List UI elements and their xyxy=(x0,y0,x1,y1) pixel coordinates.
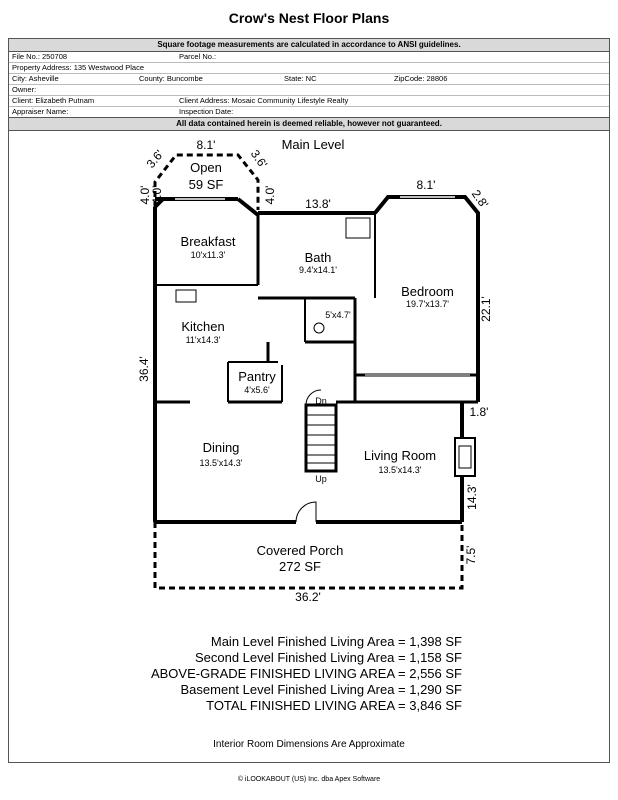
header-row-file: File No.: 250708 Parcel No.: xyxy=(9,52,609,63)
porch-label: Covered Porch xyxy=(256,543,344,558)
breakfast-diag-right xyxy=(236,197,260,217)
dim-open-top: 8.1' xyxy=(196,138,216,152)
city: City: Asheville xyxy=(12,74,59,83)
summary-basement: Basement Level Finished Living Area = 1,… xyxy=(180,682,462,697)
summary-total: TOTAL FINISHED LIVING AREA = 3,846 SF xyxy=(206,698,462,713)
stair-door-arc xyxy=(305,389,322,406)
level-label: Main Level xyxy=(281,137,345,152)
open-deck-outline xyxy=(153,153,260,210)
half-bath-size: 5'x4.7' xyxy=(325,310,351,320)
dim-bath-top: 13.8' xyxy=(305,197,331,211)
dining-size: 13.5'x14.3' xyxy=(199,458,243,468)
toilet xyxy=(313,322,325,334)
owner: Owner: xyxy=(12,85,37,94)
header-row-client: Client: Elizabeth Putnam Client Address:… xyxy=(9,96,609,107)
bedroom-size: 19.7'x13.7' xyxy=(406,299,449,309)
living-room-label: Living Room xyxy=(363,448,437,463)
client-address: Client Address: Mosaic Community Lifesty… xyxy=(179,96,349,105)
dining-label: Dining xyxy=(202,440,240,455)
pantry-label: Pantry xyxy=(238,369,276,384)
summary-above-grade: ABOVE-GRADE FINISHED LIVING AREA = 2,556… xyxy=(150,666,462,681)
header-row-appraiser: Appraiser Name: Inspection Date: xyxy=(9,107,609,118)
porch-size: 272 SF xyxy=(279,559,321,574)
page-title: Crow's Nest Floor Plans xyxy=(228,10,390,26)
bath-label: Bath xyxy=(304,250,332,265)
state: State: NC xyxy=(284,74,317,83)
file-no: File No.: 250708 xyxy=(12,52,68,61)
porch-outline xyxy=(153,522,464,590)
inspection-date: Inspection Date: xyxy=(179,107,234,116)
stairs-up: Up xyxy=(315,474,327,484)
approximate-note: Interior Room Dimensions Are Approximate xyxy=(213,739,405,750)
summary-second-level: Second Level Finished Living Area = 1,15… xyxy=(194,650,462,665)
dim-living-right: 14.3' xyxy=(465,484,479,510)
kitchen-sink xyxy=(175,289,197,303)
open-label: Open xyxy=(190,160,222,175)
bathtub xyxy=(345,217,371,239)
dim-porch-right: 7.5' xyxy=(464,545,478,565)
kitchen-label: Kitchen xyxy=(181,319,225,334)
summary-main-level: Main Level Finished Living Area = 1,398 … xyxy=(210,634,462,649)
header-row-owner: Owner: xyxy=(9,85,609,96)
county: County: Buncombe xyxy=(139,74,203,83)
plan-frame xyxy=(8,112,610,763)
bedroom-outline xyxy=(373,195,480,402)
parcel-no: Parcel No.: xyxy=(179,52,217,61)
dim-bedroom-right: 22.1' xyxy=(479,296,493,322)
dim-left-side: 36.4' xyxy=(137,356,151,382)
header-row-address: Property Address: 135 Westwood Place xyxy=(9,63,609,74)
dim-open-left-side2: 4.0' xyxy=(150,185,164,205)
dim-living-step: 1.8' xyxy=(469,405,489,419)
staircase xyxy=(304,403,338,473)
header-row-city: City: Asheville County: Buncombe State: … xyxy=(9,74,609,85)
client: Client: Elizabeth Putnam xyxy=(12,96,95,105)
property-info-header: Square footage measurements are calculat… xyxy=(8,38,610,131)
fireplace-inner xyxy=(458,445,472,469)
appraiser-name: Appraiser Name: xyxy=(12,107,69,116)
dim-porch-bottom: 36.2' xyxy=(295,590,321,604)
open-size: 59 SF xyxy=(188,177,224,192)
breakfast-diag-left xyxy=(153,197,165,209)
stairs-down: Dn xyxy=(315,396,327,406)
breakfast-size: 10'x11.3' xyxy=(190,250,226,260)
property-address: Property Address: 135 Westwood Place xyxy=(12,63,145,72)
zip-code: ZipCode: 28806 xyxy=(394,74,448,83)
dim-bedroom-top: 8.1' xyxy=(416,178,436,192)
bath-size: 9.4'x14.1' xyxy=(299,265,337,275)
ansi-notice: Square footage measurements are calculat… xyxy=(9,39,609,52)
front-door xyxy=(295,501,317,523)
disclaimer: All data contained herein is deemed reli… xyxy=(9,118,609,130)
bedroom-label: Bedroom xyxy=(401,284,454,299)
pantry-size: 4'x5.6' xyxy=(244,385,270,395)
fireplace xyxy=(454,437,476,477)
copyright: © iLOOKABOUT (US) Inc. dba Apex Software xyxy=(237,776,381,783)
stair-treads xyxy=(306,414,336,464)
living-room-size: 13.5'x14.3' xyxy=(378,465,422,475)
dim-open-right-side: 4.0' xyxy=(263,185,277,205)
breakfast-label: Breakfast xyxy=(180,234,236,249)
kitchen-size: 11'x14.3' xyxy=(185,335,221,345)
